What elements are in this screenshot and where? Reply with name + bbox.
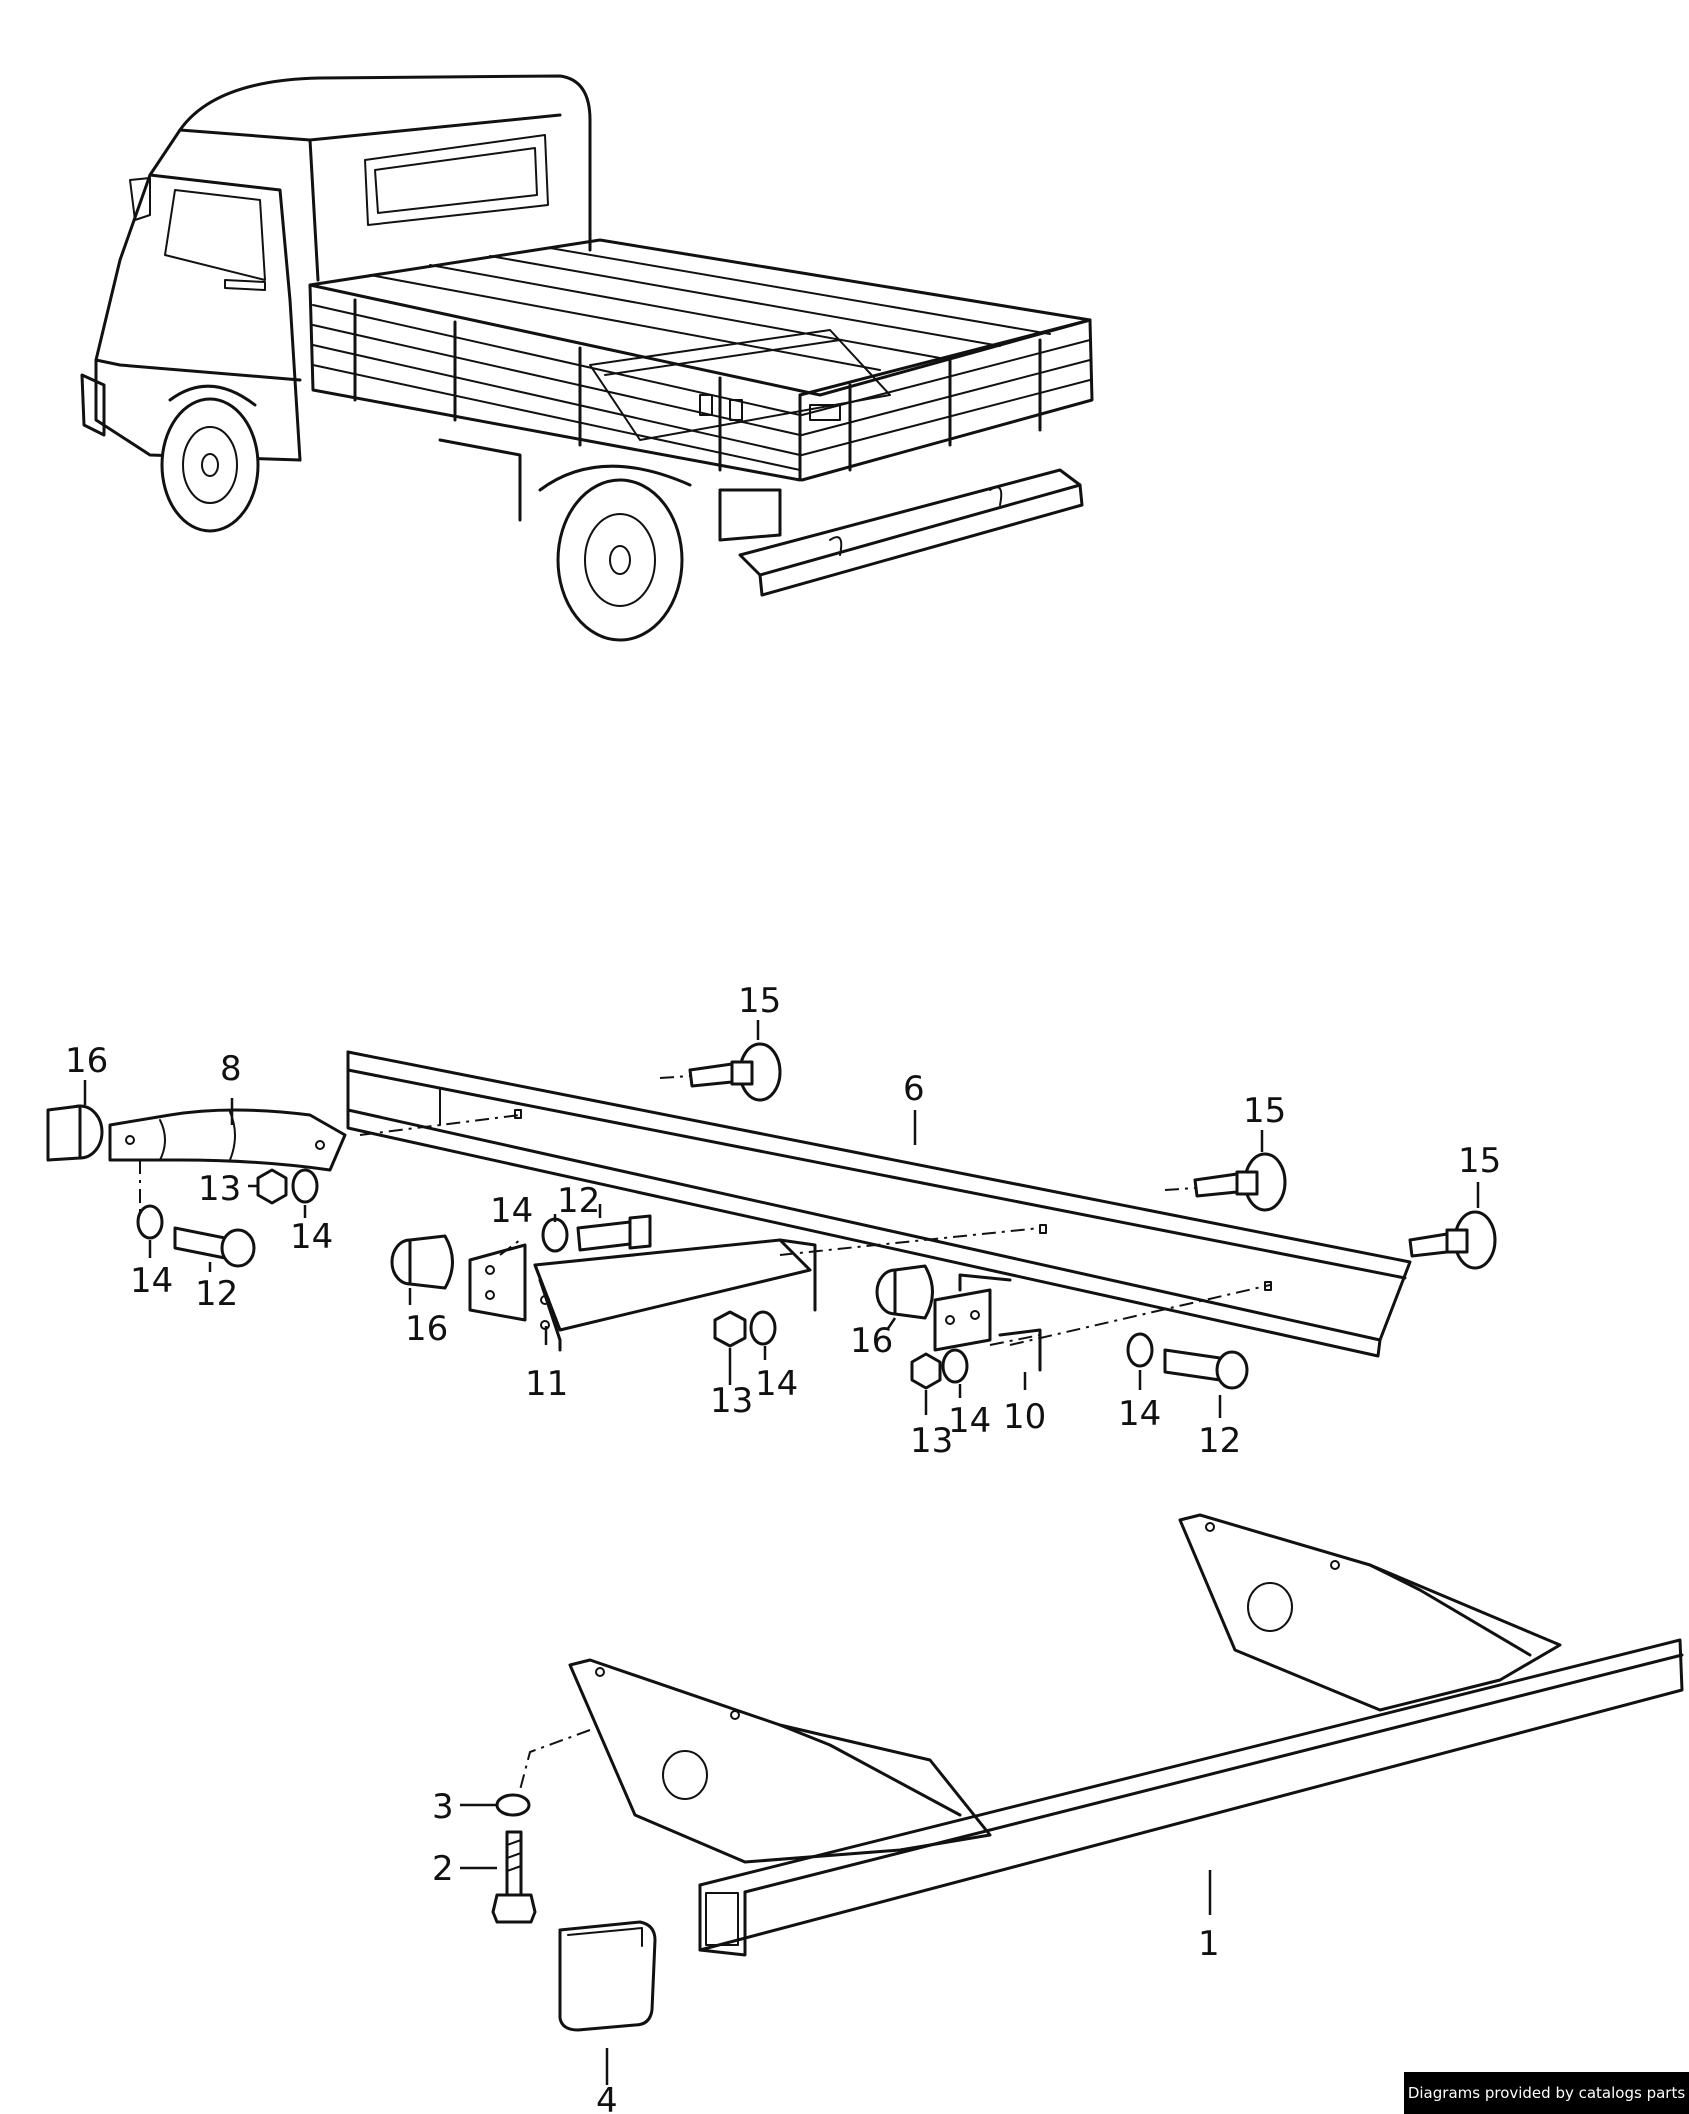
- callout-12-left: 12: [195, 1274, 238, 1314]
- callout-8: 8: [220, 1049, 242, 1089]
- callout-14-upper-left: 14: [290, 1217, 333, 1257]
- callout-10: 10: [1003, 1397, 1046, 1437]
- callout-15-right: 15: [1458, 1141, 1501, 1181]
- callout-13-middle: 13: [710, 1381, 753, 1421]
- callout-14-lower-left: 14: [130, 1261, 173, 1301]
- callout-1: 1: [1198, 1924, 1220, 1964]
- callout-3: 3: [432, 1787, 454, 1827]
- callout-11: 11: [525, 1364, 568, 1404]
- callout-15-middle: 15: [1243, 1091, 1286, 1131]
- callout-12-right: 12: [1198, 1421, 1241, 1461]
- callout-6: 6: [903, 1069, 925, 1109]
- callout-14-far-right: 14: [1118, 1394, 1161, 1434]
- side-rail-assembly-illustration: [46, 1042, 1497, 1390]
- callout-4: 4: [596, 2081, 618, 2114]
- diagram-credit-banner: Diagrams provided by catalogs parts: [1404, 2072, 1689, 2114]
- callout-14-middle-upper: 14: [490, 1191, 533, 1231]
- callout-16-middle: 16: [405, 1309, 448, 1349]
- callout-labels: 15 15 15 6 8 16 13 14 14 12 16 11 14 12 …: [65, 981, 1501, 2114]
- callout-13-upper-left: 13: [198, 1169, 241, 1209]
- callout-16-left: 16: [65, 1041, 108, 1081]
- callout-14-right-lower: 14: [948, 1401, 991, 1441]
- truck-overview-illustration: [80, 74, 1094, 642]
- callout-15-top: 15: [738, 981, 781, 1021]
- callout-12-middle: 12: [557, 1181, 600, 1221]
- callout-14-middle-lower: 14: [755, 1364, 798, 1404]
- callout-2: 2: [432, 1849, 454, 1889]
- rear-frame-illustration: [491, 1513, 1684, 2032]
- callout-16-right: 16: [850, 1321, 893, 1361]
- leader-lines: [83, 1020, 1480, 2085]
- callout-13-right: 13: [910, 1421, 953, 1461]
